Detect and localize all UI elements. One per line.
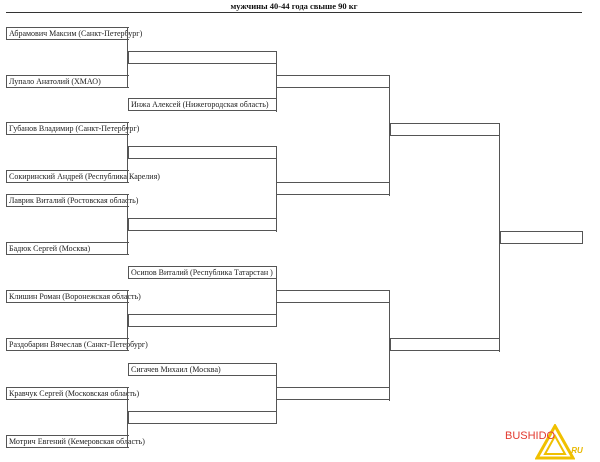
bracket-slot-r3 bbox=[276, 387, 390, 400]
bracket-slot-r2 bbox=[128, 51, 277, 64]
bracket-connector bbox=[127, 27, 128, 41]
bracket-slot-r1: Абрамович Максим (Санкт-Петербург) bbox=[6, 27, 142, 40]
bushido-logo: BUSHIDO .RU bbox=[505, 424, 595, 460]
bracket-connector bbox=[389, 290, 390, 401]
bracket-slot-r1: Кравчук Сергей (Московская область) bbox=[6, 387, 139, 400]
bracket-connector bbox=[127, 40, 128, 88]
page-title: мужчины 40-44 года свыше 90 кг bbox=[6, 1, 582, 13]
bracket-slot-r3 bbox=[276, 290, 390, 303]
bracket-connector bbox=[127, 122, 128, 183]
bracket-connector bbox=[127, 290, 128, 351]
bracket-connector bbox=[389, 75, 390, 196]
bracket-slot-r2: Инжа Алексей (Нижегородская область) bbox=[128, 98, 277, 111]
bracket-slot-r1: Клишин Роман (Воронежская область) bbox=[6, 290, 141, 303]
bracket-slot-r3 bbox=[276, 75, 390, 88]
bracket-slot-r4 bbox=[390, 123, 500, 136]
bracket-slot-r1: Сокиринский Андрей (Республика Карелия) bbox=[6, 170, 160, 183]
bracket-slot-r2: Сигачев Михаил (Москва) bbox=[128, 363, 277, 376]
logo-text: BUSHIDO bbox=[505, 430, 556, 442]
bracket-slot-r3 bbox=[276, 182, 390, 195]
bracket-slot-r1: Лупало Анатолий (ХМАО) bbox=[6, 75, 129, 88]
bracket-slot-r4 bbox=[390, 338, 500, 351]
bracket-slot-r1: Бадюк Сергей (Москва) bbox=[6, 242, 129, 255]
bracket-slot-r1: Губанов Владимир (Санкт-Петербург) bbox=[6, 122, 139, 135]
bracket-slot-r2 bbox=[128, 146, 277, 159]
bracket-slot-r2: Осипов Виталий (Республика Татарстан ) bbox=[128, 266, 277, 279]
bracket-connector bbox=[499, 123, 500, 352]
bracket-slot-final bbox=[500, 231, 583, 244]
bracket-connector bbox=[127, 194, 128, 255]
bracket-slot-r2 bbox=[128, 218, 277, 231]
bracket-slot-r1: Лаврик Виталий (Ростовская область) bbox=[6, 194, 138, 207]
bracket-slot-r1: Мотрич Евгений (Кемеровская область) bbox=[6, 435, 145, 448]
bracket-connector bbox=[127, 387, 128, 448]
bracket-slot-r2 bbox=[128, 314, 277, 327]
logo-suffix: .RU bbox=[569, 446, 583, 455]
bracket-slot-r2 bbox=[128, 411, 277, 424]
triangle-logo-icon bbox=[535, 424, 575, 460]
bracket-slot-r1: Раздобарин Вячеслав (Санкт-Петербург) bbox=[6, 338, 148, 351]
